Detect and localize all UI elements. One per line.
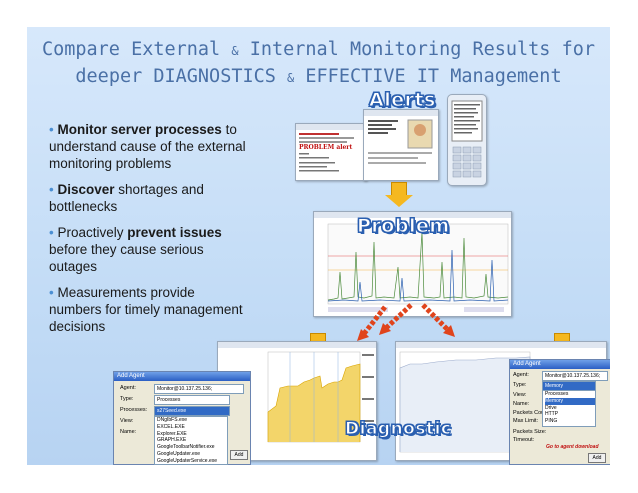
add-button[interactable]: Add xyxy=(588,453,606,463)
email-preview-graphic xyxy=(296,124,366,172)
bullet-2: • Discover shortages and bottlenecks xyxy=(49,182,204,214)
agent-label: Agent: xyxy=(120,385,136,391)
add-agent-dialog-left: Add Agent Agent: Monitor@10.137.25.136; … xyxy=(113,371,251,465)
type-dropdown-list[interactable]: Processes Memory Drive HTTP PING xyxy=(542,390,596,427)
list-item[interactable]: Processes xyxy=(545,391,569,397)
bullet-dot: • xyxy=(49,285,54,300)
list-item[interactable]: GRAPH.EXE xyxy=(157,437,187,444)
agent-field[interactable]: Monitor@10.137.25.136; xyxy=(542,371,608,381)
arrow-down-icon xyxy=(385,182,413,207)
name-label: Name: xyxy=(120,429,137,435)
type-label: Type: xyxy=(120,396,134,402)
alert-email-screenshot: PROBLEM alert xyxy=(295,123,367,181)
bullet-dot: • xyxy=(49,225,54,240)
alert-detail-graphic xyxy=(364,110,438,164)
title-line-2: deeper DIAGNOSTICS & EFFECTIVE IT Manage… xyxy=(75,66,562,87)
packets-count-label: Packets Count: xyxy=(513,410,551,416)
bullet-4: • Measurements provide numbers for timel… xyxy=(49,285,243,334)
agent-label: Agent: xyxy=(513,372,529,378)
list-item[interactable]: HTTP xyxy=(545,411,559,418)
slide-title: Compare External & Internal Monitoring R… xyxy=(27,37,610,91)
dialog-title: Add Agent xyxy=(510,360,610,369)
processes-label: Processes: xyxy=(120,407,148,413)
phone-graphic xyxy=(451,100,483,178)
dialog-title: Add Agent xyxy=(114,372,250,381)
list-item[interactable]: Memory xyxy=(545,397,595,405)
title-line-1: Compare External & Internal Monitoring R… xyxy=(41,39,595,60)
bullet-dot: • xyxy=(49,122,54,137)
process-chart-graphic xyxy=(218,342,376,443)
add-agent-dialog-right: Add Agent Agent: Monitor@10.137.25.136; … xyxy=(509,359,610,465)
list-item[interactable]: GoogleUpdaterService.exe xyxy=(157,457,218,464)
problem-chart-graphic xyxy=(314,212,511,312)
type-select[interactable]: Processes xyxy=(154,395,230,405)
diagnostic-arrows-icon xyxy=(357,303,455,341)
mobile-phone-screenshot xyxy=(447,94,487,186)
bullet-dot: • xyxy=(49,182,54,197)
processes-select[interactable]: s27Seed.exe xyxy=(154,406,230,416)
agent-field[interactable]: Monitor@10.137.25.136; xyxy=(154,384,244,394)
view-label: View: xyxy=(120,418,134,424)
processes-dropdown-list[interactable]: DNgIbFS.exe EXCEL.EXE Explorer.EXE GRAPH… xyxy=(154,416,228,465)
name-label: Name: xyxy=(513,401,530,407)
add-button[interactable]: Add xyxy=(230,450,248,460)
type-label: Type: xyxy=(513,382,527,388)
list-item[interactable]: GoogleToolbarNotifier.exe xyxy=(157,444,215,451)
list-item[interactable]: GoogleUpdater.exe xyxy=(157,450,201,457)
alerts-stamp: Alerts xyxy=(369,89,436,112)
max-limit-label: Max Limit: xyxy=(513,418,539,424)
list-item[interactable]: PING xyxy=(545,418,558,425)
list-item[interactable]: EXCEL.EXE xyxy=(157,423,185,430)
list-item[interactable]: Explorer.EXE xyxy=(157,430,187,437)
memory-chart-graphic xyxy=(396,342,606,453)
view-label: View: xyxy=(513,392,527,398)
problem-stamp: Problem xyxy=(357,215,450,238)
problem-chart-screenshot xyxy=(313,211,512,317)
agent-download-link[interactable]: Go to agent download xyxy=(546,444,599,450)
list-item[interactable]: DNgIbFS.exe xyxy=(157,417,188,423)
bullet-3: • Proactively prevent issues before they… xyxy=(49,225,222,274)
packets-size-label: Packets Size: xyxy=(513,429,547,435)
bullet-list: • Monitor server processes to understand… xyxy=(49,121,249,344)
bullet-1: • Monitor server processes to understand… xyxy=(49,122,246,171)
list-item[interactable]: Drive xyxy=(545,404,557,411)
diagnostic-stamp: Diagnostic xyxy=(345,419,452,440)
alert-heading: PROBLEM alert xyxy=(299,144,353,151)
alert-detail-screenshot xyxy=(363,109,439,181)
timeout-label: Timeout: xyxy=(513,437,535,443)
slide: Compare External & Internal Monitoring R… xyxy=(27,27,610,465)
